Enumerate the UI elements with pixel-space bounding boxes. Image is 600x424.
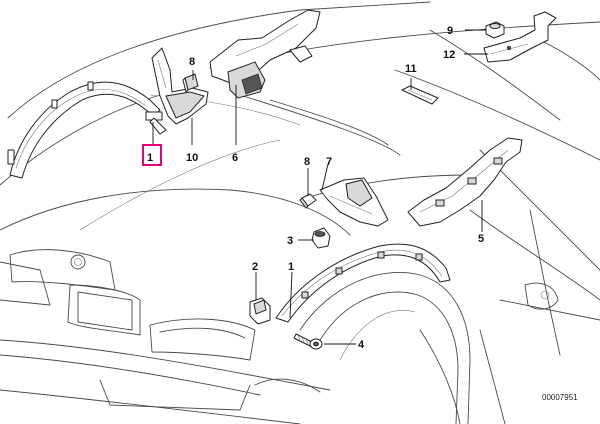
callout-labels: 1 10 8 6 9 12 11 8 7 5 3 2 1 4 — [147, 25, 484, 351]
callout-5[interactable]: 5 — [478, 233, 484, 245]
callout-12[interactable]: 12 — [443, 49, 455, 61]
callout-9[interactable]: 9 — [447, 25, 453, 37]
part-12-bracket — [483, 11, 557, 63]
part-6-cover — [209, 9, 321, 99]
part-3-grommet — [311, 227, 331, 249]
callout-8-top[interactable]: 8 — [189, 56, 195, 68]
leader-lines — [152, 29, 488, 345]
callout-4[interactable]: 4 — [358, 339, 365, 351]
callout-7[interactable]: 7 — [326, 156, 332, 168]
part-7-cover — [319, 177, 389, 227]
callout-6[interactable]: 6 — [232, 152, 238, 164]
callout-3[interactable]: 3 — [287, 235, 293, 247]
part-9-nut — [485, 21, 505, 39]
part-5-long-bracket — [407, 137, 523, 227]
callout-1-top[interactable]: 1 — [147, 152, 153, 164]
part-4-screw — [293, 333, 323, 350]
part-8-clip-mid — [299, 193, 317, 209]
part-10-bracket — [151, 47, 209, 125]
part-1-wheel-arch-trim-right — [275, 243, 451, 323]
callout-1-highlight-frame — [142, 144, 162, 166]
part-8-clip-top — [182, 73, 199, 93]
callout-2[interactable]: 2 — [252, 261, 258, 273]
callout-11[interactable]: 11 — [405, 63, 417, 75]
part-2-clip — [249, 297, 271, 325]
part-11-clip — [401, 85, 439, 105]
diagram-reference-number: 00007951 — [542, 393, 578, 402]
part-1-wheel-arch-trim-left — [7, 81, 167, 179]
callout-8-mid[interactable]: 8 — [304, 156, 310, 168]
callout-1-right[interactable]: 1 — [288, 261, 294, 273]
callout-10[interactable]: 10 — [186, 152, 198, 164]
